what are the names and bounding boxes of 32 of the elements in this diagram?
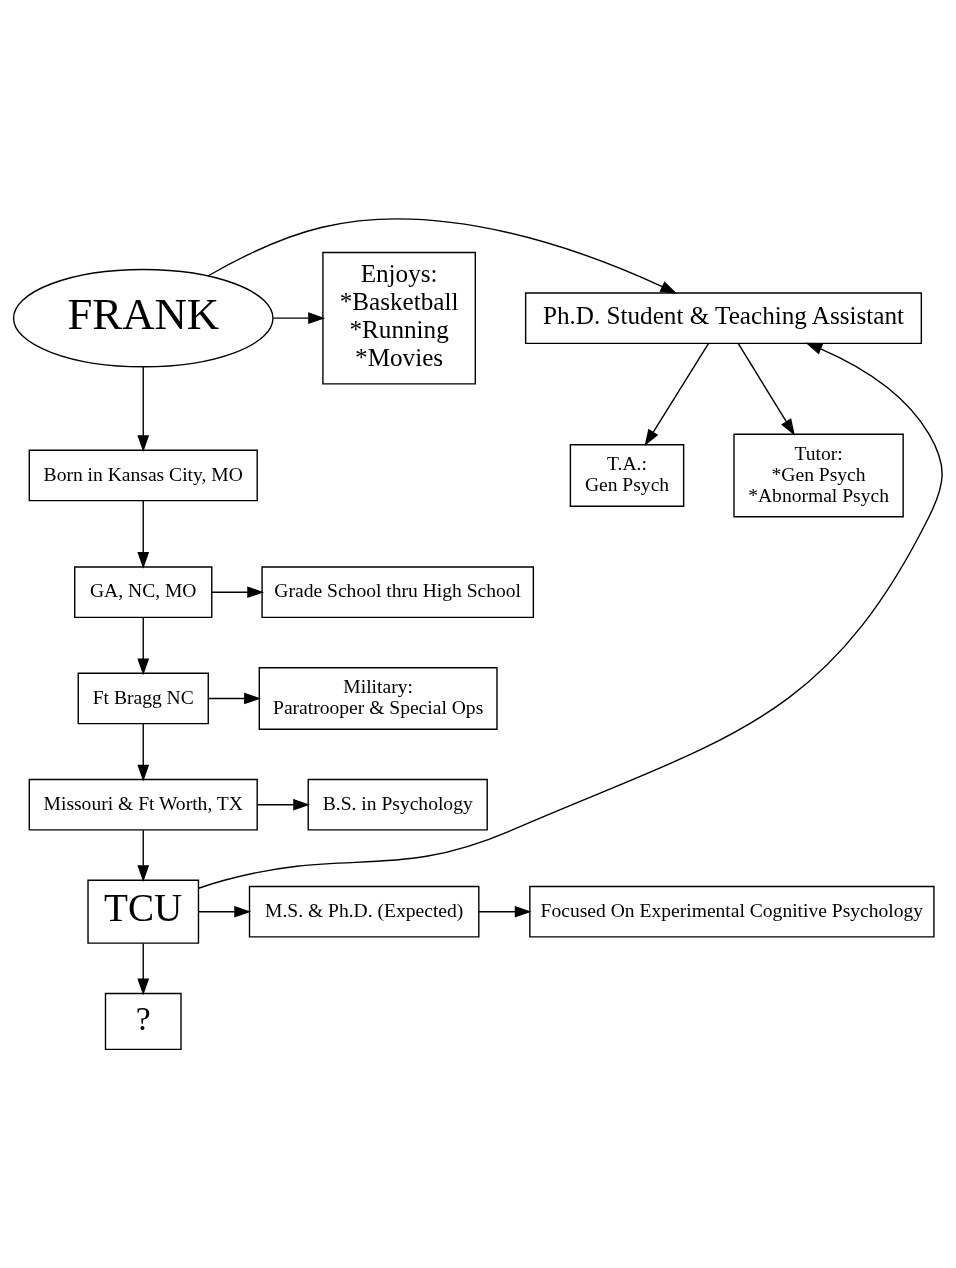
arrow [137, 942, 150, 996]
node-box: Grade School thru High School [261, 566, 535, 619]
node-box: M.S. & Ph.D. (Expected) [248, 885, 480, 938]
node-box: Missouri & Ft Worth, TX [28, 778, 258, 831]
arrow [137, 616, 150, 676]
node-box: Ph.D. Student & Teaching Assistant [524, 292, 923, 344]
arrow [137, 500, 150, 569]
node-box: Ft Bragg NC [77, 672, 209, 725]
node-box: B.S. in Psychology [307, 778, 488, 831]
arrow [211, 586, 265, 599]
arrow [207, 692, 261, 705]
arrow [478, 905, 532, 918]
arrow [272, 312, 325, 325]
node-box: GA, NC, MO [74, 566, 213, 619]
arrow [197, 342, 943, 889]
node-box: Focused On Experimental Cognitive Psychology [529, 885, 935, 938]
arrow [137, 723, 150, 782]
arrow [256, 798, 311, 811]
node-box: Enjoys: *Basketball *Running *Movies [322, 251, 476, 385]
arrow [137, 829, 150, 883]
arrow [644, 343, 710, 447]
node-box: T.A.: Gen Psych [569, 444, 685, 507]
arrow [207, 218, 678, 294]
node-box: Born in Kansas City, MO [28, 449, 258, 502]
arrow [197, 905, 252, 918]
arrow [737, 343, 795, 436]
node-box: ? [104, 992, 182, 1051]
node-box: Tutor: *Gen Psych *Abnormal Psych [733, 433, 904, 518]
node-ellipse: FRANK [12, 268, 274, 368]
arrow [137, 366, 150, 453]
node-box: TCU [87, 879, 200, 944]
node-box: Military: Paratrooper & Special Ops [258, 667, 498, 730]
